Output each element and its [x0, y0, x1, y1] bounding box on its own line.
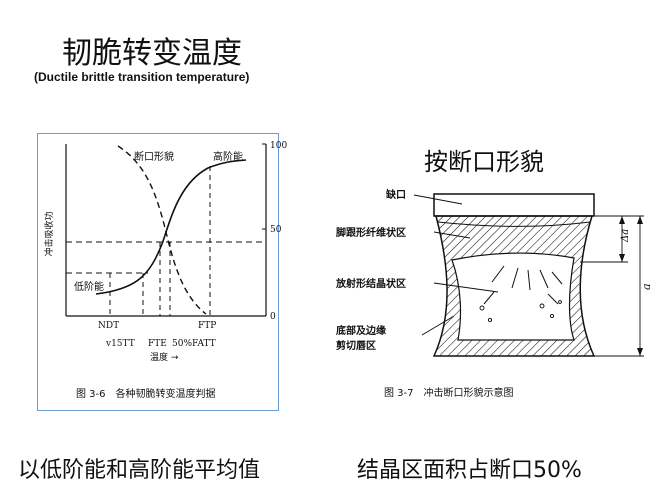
arrow-a-bottom — [637, 348, 643, 356]
label-v15tt: v15TT — [105, 339, 135, 349]
transition-curve-diagram: 冲击吸收功 100 50 0 断口形貌 高阶能 低阶能 NDT v15TT FT… — [43, 141, 287, 400]
caption-energy-average: 以低阶能和高阶能平均值 — [18, 458, 261, 483]
label-lower-shelf: 低阶能 — [74, 280, 104, 293]
label-fatt: 50%FATT — [172, 339, 216, 349]
arrow-delta-a-bottom — [619, 254, 625, 262]
figure-3-7: Δa a 缺口 脚跟形纤维状区 放射形结晶状区 底部及边缘 剪切唇区 图 3-7… — [322, 142, 666, 410]
radial-dots — [479, 300, 562, 323]
arrow-delta-a-top — [619, 216, 625, 224]
fracture-appearance-diagram: Δa a 缺口 脚跟形纤维状区 放射形结晶状区 底部及边缘 剪切唇区 图 3-7… — [335, 188, 653, 399]
label-ftp: FTP — [198, 321, 216, 331]
dim-label-delta-a: Δa — [620, 229, 631, 243]
slide-subtitle: (Ductile brittle transition temperature) — [34, 70, 250, 84]
label-fte: FTE — [148, 339, 167, 349]
radial-marks — [483, 265, 563, 305]
tick-label-0: 0 — [270, 312, 276, 322]
leader-radial — [433, 282, 499, 293]
notch-block — [433, 193, 595, 217]
fibrous-boundary — [437, 221, 591, 227]
caption-crystalline-area: 结晶区面积占断口50% — [357, 458, 582, 483]
label-radial-zone: 放射形结晶状区 — [335, 277, 406, 290]
dim-label-a: a — [640, 283, 653, 290]
leader-shear-lip — [421, 315, 455, 336]
leader-fibrous — [433, 231, 471, 239]
figure-3-6: 冲击吸收功 100 50 0 断口形貌 高阶能 低阶能 NDT v15TT FT… — [37, 133, 287, 411]
slide-title: 韧脆转变温度 — [62, 36, 242, 71]
label-ndt: NDT — [98, 321, 119, 331]
fracture-method-heading: 按断口形貌 — [424, 148, 544, 176]
label-notch: 缺口 — [385, 188, 406, 201]
label-fracture-appearance: 断口形貌 — [134, 150, 174, 163]
radial-crystalline-zone — [451, 252, 575, 341]
x-axis-label: 温度 → — [150, 351, 179, 363]
y-axis-label: 冲击吸收功 — [43, 211, 55, 256]
figure-3-6-caption: 图 3-6 各种韧脆转变温度判据 — [76, 387, 216, 400]
label-shear-lip-line2: 剪切唇区 — [336, 339, 376, 352]
fracture-curve — [117, 145, 207, 315]
label-fibrous-zone: 脚跟形纤维状区 — [336, 226, 406, 239]
tick-label-50: 50 — [270, 225, 282, 235]
leader-notch — [413, 194, 463, 205]
label-shear-lip-line1: 底部及边缘 — [336, 324, 386, 337]
arrow-a-top — [637, 216, 643, 224]
label-upper-shelf: 高阶能 — [213, 150, 243, 163]
energy-curve — [95, 159, 247, 295]
tick-label-100: 100 — [270, 141, 287, 151]
figure-3-7-caption: 图 3-7 冲击断口形貌示意图 — [384, 386, 514, 399]
